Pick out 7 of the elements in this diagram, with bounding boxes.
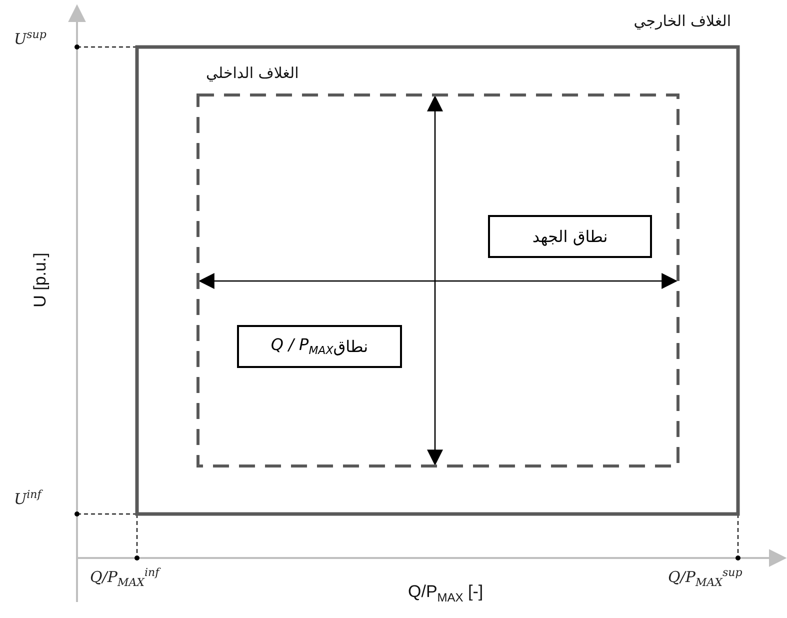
axis-title: U [p.u.] [30, 252, 50, 308]
range-box: نطاق الجهد [488, 215, 652, 258]
axis-tick-label: U$^{sup}$ [14, 28, 46, 48]
axis-title: Q/P$_{MAX}$ [-] [408, 582, 484, 604]
envelope-title: الغلاف الخارجي [634, 12, 731, 30]
axis-tick-label: U$^{inf}$ [14, 488, 42, 508]
envelope-title: الغلاف الداخلي [206, 64, 299, 82]
